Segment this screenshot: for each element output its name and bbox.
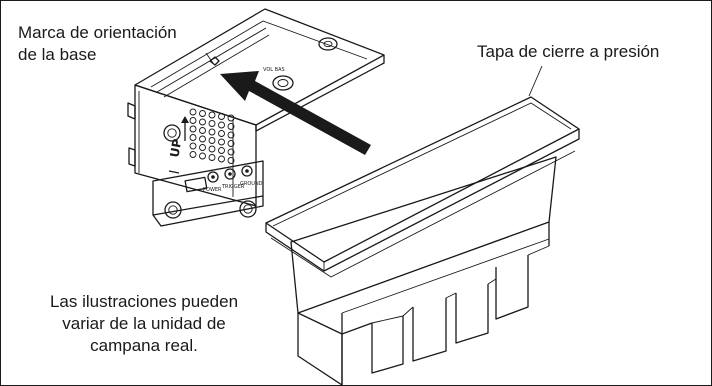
terminal-label: GROUND — [240, 181, 263, 187]
grille-hole — [199, 144, 206, 151]
base-top-face — [134, 8, 385, 126]
orientation-mark-notch — [209, 56, 220, 66]
cover-finger — [371, 316, 404, 374]
grille-hole — [218, 138, 225, 146]
grille-hole — [208, 145, 216, 153]
grille-hole — [208, 120, 216, 127]
cover-finger — [495, 255, 529, 320]
grille-hole — [218, 147, 225, 154]
grille-hole — [218, 113, 225, 120]
grille-hole — [189, 134, 197, 141]
grille-hole — [208, 137, 216, 144]
terminal-screw-icon — [207, 171, 219, 183]
leader-line-orientation — [205, 52, 214, 64]
base-mount-hole-icon — [239, 200, 257, 218]
grille-hole — [227, 148, 235, 156]
grille-hole — [189, 117, 197, 124]
grille-hole — [199, 118, 206, 126]
grille-hole — [189, 108, 197, 116]
grille-hole — [218, 155, 225, 163]
callout-orientation-mark: Marca de orientación de la base — [18, 23, 177, 64]
callout-snap-cover: Tapa de cierre a presión — [477, 42, 660, 61]
grille-hole — [199, 152, 206, 160]
illustration-note: Las ilustraciones pueden variar de la un… — [49, 292, 239, 355]
grille-hole — [227, 114, 235, 122]
bell-base: VOL BAS UP — [127, 8, 385, 227]
grille-hole — [199, 127, 206, 134]
grille-hole — [199, 135, 206, 143]
base-screw-hole-icon — [318, 37, 338, 51]
snap-cover — [265, 96, 580, 385]
top-hole-label: VOL BAS — [263, 67, 285, 73]
cover-finger — [412, 298, 447, 362]
cover-finger — [455, 284, 489, 344]
grille-hole — [189, 142, 197, 150]
grille-hole — [227, 140, 235, 147]
speaker-grille — [189, 108, 235, 164]
grille-hole — [208, 128, 216, 136]
grille-hole — [227, 123, 235, 130]
up-label: UP — [167, 138, 184, 159]
grille-hole — [208, 111, 216, 119]
assembly-direction-arrow — [220, 71, 371, 155]
grille-hole — [218, 130, 225, 137]
grille-hole — [189, 151, 197, 158]
cover-upper-body — [290, 156, 557, 314]
terminal-screw-icon — [224, 168, 236, 180]
terminal-label: POWER — [203, 187, 222, 193]
grille-hole — [208, 154, 216, 161]
base-mount-hole-icon — [163, 124, 181, 142]
grille-hole — [227, 157, 235, 164]
grille-hole — [218, 121, 225, 129]
grille-hole — [199, 110, 206, 117]
base-top-hole-icon — [272, 75, 294, 91]
up-orientation-arrow-icon: UP — [167, 116, 189, 174]
grille-hole — [189, 125, 197, 133]
terminal-screw-icon — [241, 165, 253, 177]
terminal-label: TRIGGER — [221, 184, 245, 190]
leader-line-cover — [528, 65, 543, 97]
grille-hole — [227, 131, 235, 139]
